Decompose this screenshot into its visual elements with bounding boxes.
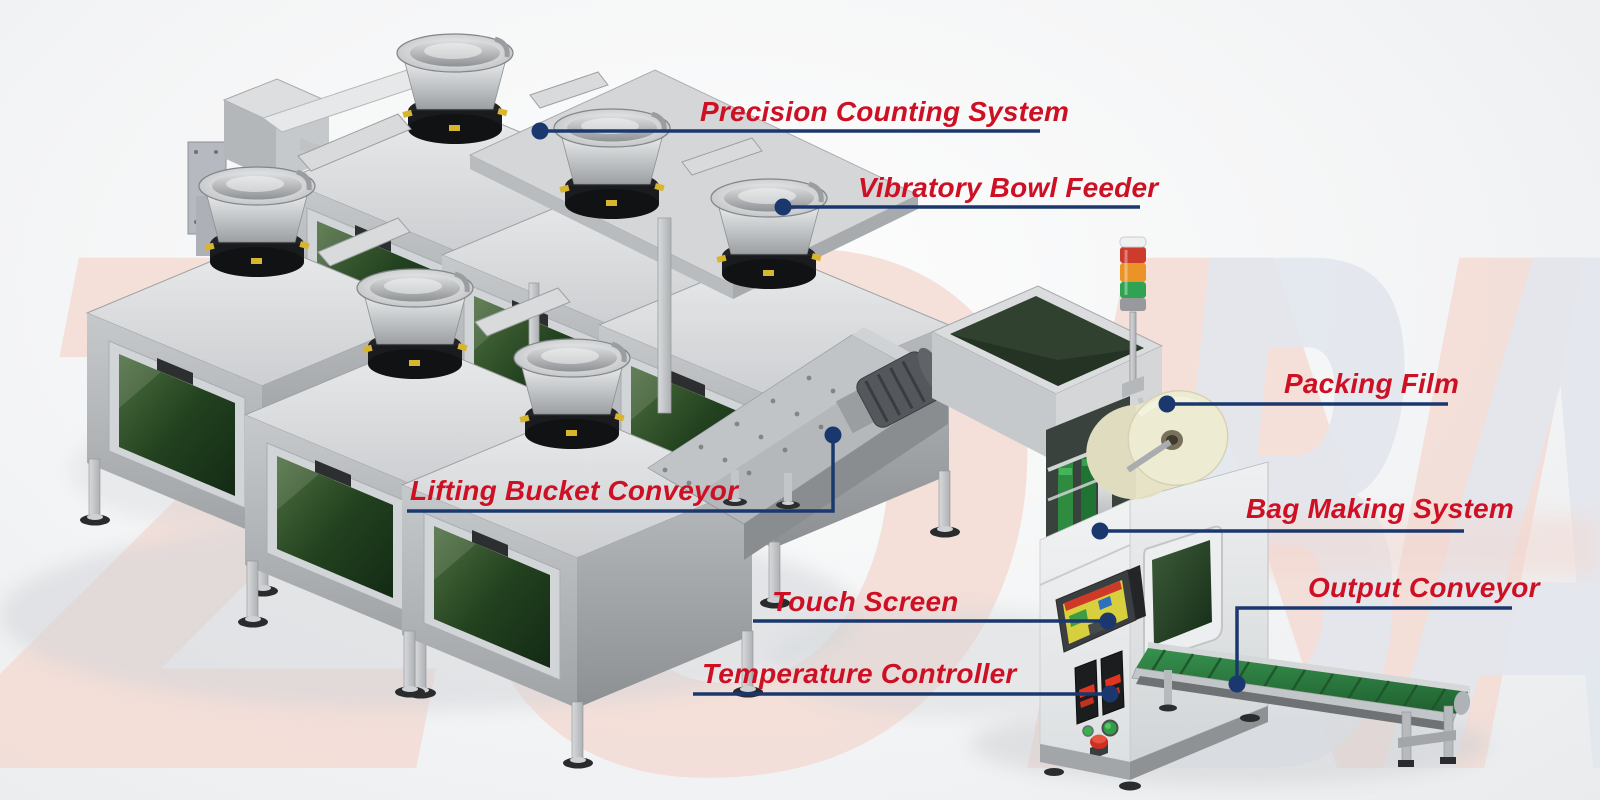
vibratory-bowl-front-3 xyxy=(514,339,630,449)
machine-base xyxy=(1040,706,1268,791)
leader-vibratory-bowl-feeder xyxy=(774,198,1140,216)
vibratory-bowl-front-2 xyxy=(357,269,473,379)
conveyor-stand xyxy=(1398,705,1456,767)
callout-label-lifting-bucket-conveyor: Lifting Bucket Conveyor xyxy=(410,475,739,506)
leader-temperature-controller xyxy=(693,685,1119,703)
callout-label-packing-film: Packing Film xyxy=(1284,368,1460,399)
machine-window xyxy=(1143,525,1223,662)
touch-screen xyxy=(1055,565,1146,653)
leader-packing-film xyxy=(1158,395,1448,413)
callout-label-bag-making-system: Bag Making System xyxy=(1246,493,1514,524)
tower-light xyxy=(1119,236,1147,398)
callout-label-vibratory-bowl-feeder: Vibratory Bowl Feeder xyxy=(858,172,1159,203)
vibratory-bowl-back-1 xyxy=(397,34,513,144)
conveyor-belt xyxy=(1136,648,1468,714)
packing-film-roll xyxy=(1086,390,1229,500)
callout-label-output-conveyor: Output Conveyor xyxy=(1308,572,1540,603)
leader-bag-making-system xyxy=(1091,522,1464,540)
tower-orange-light xyxy=(1120,263,1146,282)
callout-leaders xyxy=(407,122,1512,703)
vibratory-bowl-front-1 xyxy=(199,167,315,277)
vibratory-bowl-back-2 xyxy=(554,109,670,219)
leader-touch-screen xyxy=(753,612,1117,630)
tower-green-light xyxy=(1120,282,1146,298)
tower-red-light xyxy=(1120,247,1146,263)
vibratory-bowl-back-3 xyxy=(711,179,827,289)
emergency-stop-button xyxy=(1090,734,1108,760)
leader-lifting-bucket-conveyor xyxy=(407,426,842,513)
callout-label-temperature-controller: Temperature Controller xyxy=(702,658,1017,689)
pilot-light xyxy=(1082,725,1094,737)
infeed-hopper xyxy=(930,285,1164,462)
leader-output-conveyor xyxy=(1228,606,1512,693)
callout-label-precision-counting-system: Precision Counting System xyxy=(700,96,1070,127)
output-conveyor xyxy=(1131,642,1471,767)
feed-chutes xyxy=(297,71,763,337)
callout-label-touch-screen: Touch Screen xyxy=(772,586,959,617)
leader-precision-counting-system xyxy=(531,122,1040,140)
